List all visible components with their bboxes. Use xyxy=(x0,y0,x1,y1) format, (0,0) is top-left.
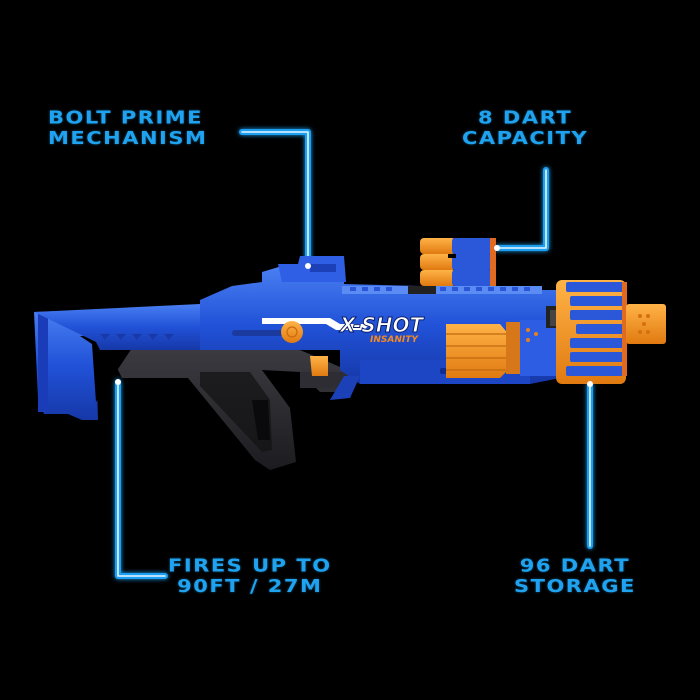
xshot-logo: X-SHOT INSANITY xyxy=(338,313,425,346)
callout-range-line2: 90FT / 27M xyxy=(177,576,323,597)
callout-storage: 96 DART STORAGE xyxy=(514,556,636,597)
callout-storage-line2: STORAGE xyxy=(514,576,636,597)
callout-range-line1: FIRES UP TO xyxy=(168,555,332,576)
callout-bolt-line1: BOLT PRIME xyxy=(48,107,204,128)
callout-range: FIRES UP TO 90FT / 27M xyxy=(168,556,332,597)
cylinder xyxy=(446,320,556,378)
callout-storage-line1: 96 DART xyxy=(519,555,631,576)
connector-dots xyxy=(115,245,593,387)
dart-magazine xyxy=(420,238,496,286)
grip xyxy=(108,350,352,470)
connector-lines xyxy=(115,129,593,579)
callout-capacity-line1: 8 DART xyxy=(477,107,573,128)
svg-text:X-SHOT: X-SHOT xyxy=(338,313,424,337)
bolt-knob xyxy=(281,321,303,343)
callout-capacity-line2: CAPACITY xyxy=(462,128,589,149)
callout-dart-capacity: 8 DART CAPACITY xyxy=(462,108,588,149)
dart-drum xyxy=(556,280,666,384)
svg-text:INSANITY: INSANITY xyxy=(370,335,419,345)
trigger xyxy=(310,356,360,400)
callout-bolt-prime: BOLT PRIME MECHANISM xyxy=(48,108,207,149)
callout-bolt-line2: MECHANISM xyxy=(48,128,208,149)
